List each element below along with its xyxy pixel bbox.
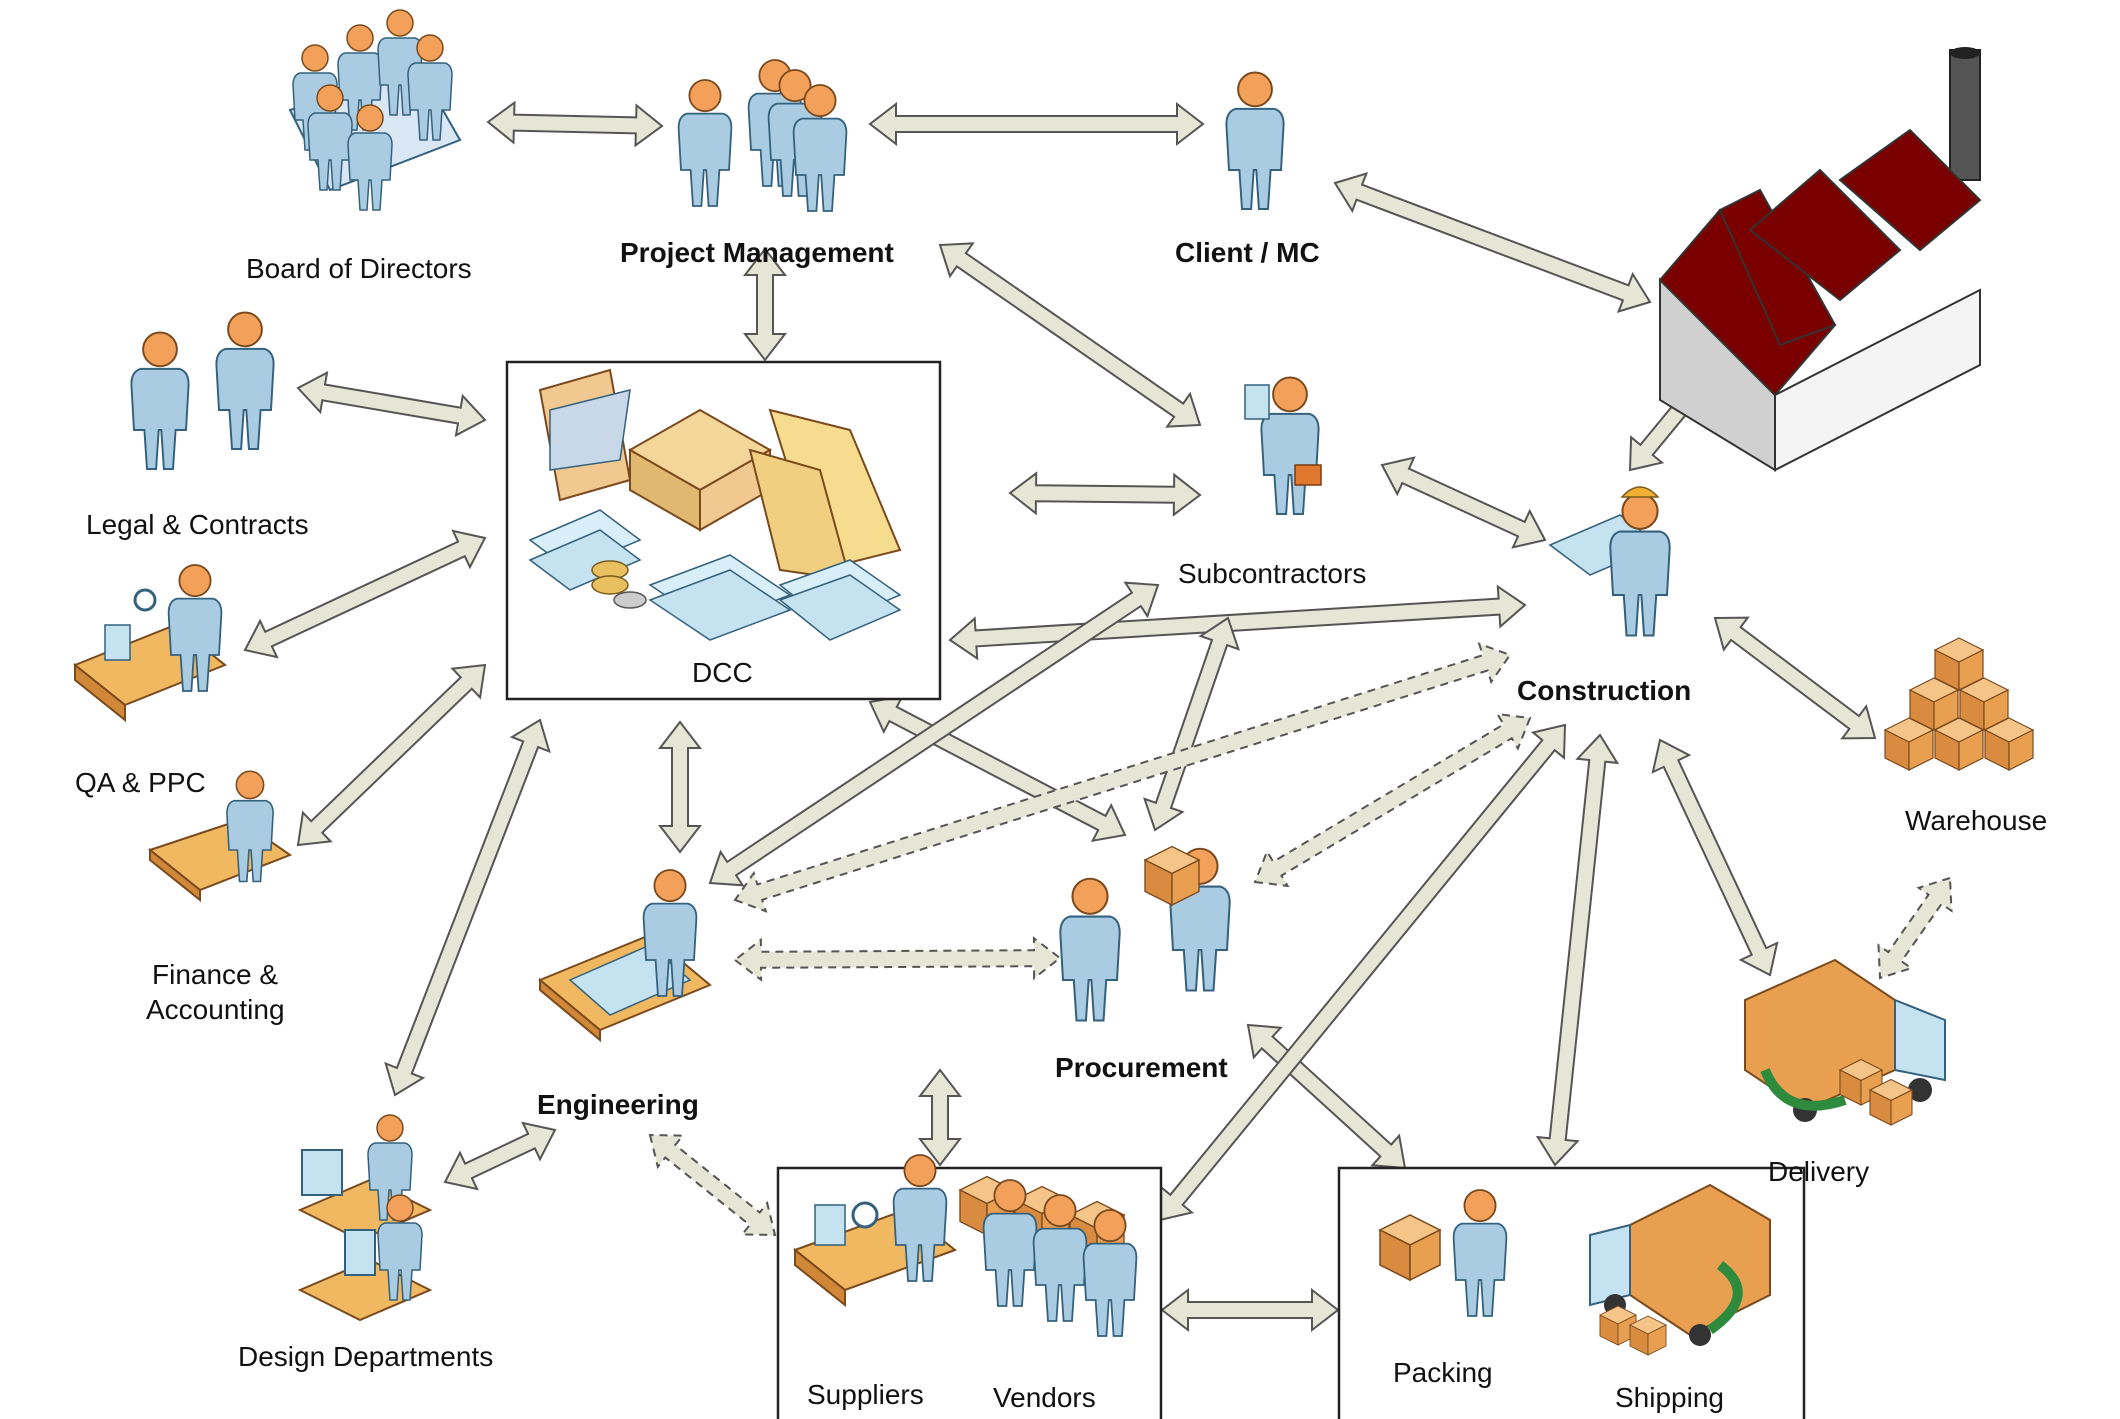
arrow-pm-subcontractors — [938, 242, 1202, 428]
label-qa-ppc: QA & PPC — [75, 767, 206, 798]
factory-icon — [1658, 47, 1982, 472]
label-design-departments: Design Departments — [238, 1341, 493, 1372]
arrow-dcc-engineering — [657, 720, 703, 854]
arrow-qa-dcc — [243, 529, 487, 659]
arrow-procurement-suppliers — [917, 1068, 963, 1167]
conveyor-machine-icon — [792, 1154, 958, 1308]
label-dcc: DCC — [692, 657, 753, 688]
arrow-design-engineering — [443, 1121, 557, 1191]
label-legal-contracts: Legal & Contracts — [86, 509, 309, 540]
computer-workstation-icon — [297, 1114, 433, 1322]
label-shipping: Shipping — [1615, 1382, 1724, 1413]
label-engineering: Engineering — [537, 1089, 699, 1120]
label-finance-line1: Finance & — [152, 959, 278, 990]
arrow-dcc-construction — [948, 584, 1527, 661]
clipboard-person-icon — [1244, 376, 1322, 515]
label-vendors: Vendors — [993, 1382, 1096, 1413]
arrow-pm-dcc — [742, 247, 788, 362]
delivery-truck-icon — [1744, 958, 1946, 1126]
arrow-subcontractors-construction — [1380, 456, 1547, 549]
client-person-icon — [1225, 71, 1285, 210]
arrow-construction-suppliers — [1158, 723, 1567, 1222]
procurement-handover-icon — [1059, 845, 1231, 1022]
arrow-legal-dcc — [296, 370, 487, 438]
arrow-client-factory — [1333, 171, 1652, 314]
arrow-construction-shipping — [1535, 733, 1620, 1167]
label-packing: Packing — [1393, 1357, 1493, 1388]
label-warehouse: Warehouse — [1905, 805, 2047, 836]
arrow-engineering-suppliers — [648, 1133, 777, 1237]
connector-arrows — [243, 100, 1953, 1333]
arrow-procurement-construction — [1253, 712, 1532, 888]
engineer-desk-icon — [538, 869, 712, 1043]
desk-worker-icon — [147, 770, 293, 903]
arrow-design-dcc — [384, 718, 551, 1097]
arrow-suppliers-packing — [1160, 1287, 1340, 1333]
meeting-table-icon — [288, 9, 462, 211]
arrow-board-pm — [486, 100, 664, 148]
label-delivery: Delivery — [1768, 1156, 1869, 1187]
inspection-conveyor-icon — [73, 564, 227, 723]
label-client-mc: Client / MC — [1175, 237, 1320, 268]
label-project-management: Project Management — [620, 237, 894, 268]
label-finance-line2: Accounting — [146, 994, 285, 1025]
label-suppliers: Suppliers — [807, 1379, 924, 1410]
arrow-warehouse-delivery — [1877, 876, 1953, 980]
label-construction: Construction — [1517, 675, 1691, 706]
arrow-subcontractors-procurement — [1143, 616, 1240, 832]
arrow-engineering-subcontractors — [708, 581, 1160, 887]
arrow-engineering-procurement — [733, 936, 1062, 982]
arrow-construction-delivery — [1651, 738, 1779, 977]
label-subcontractors: Subcontractors — [1178, 558, 1366, 589]
boxes-stack-icon — [1884, 637, 2034, 771]
arrow-construction-warehouse — [1713, 616, 1877, 740]
label-board-of-directors: Board of Directors — [246, 253, 472, 284]
handshake-icon — [130, 311, 275, 470]
arrow-engineering-construction — [733, 642, 1512, 913]
shipping-truck-icon — [1589, 1183, 1771, 1356]
arrow-pm-client — [868, 101, 1205, 147]
worker-hardhat-icon — [1548, 486, 1671, 637]
arrow-dcc-subcontractors — [1008, 471, 1202, 517]
folders-documents-icon — [528, 368, 902, 641]
label-procurement: Procurement — [1055, 1052, 1228, 1083]
arrow-finance-dcc — [296, 663, 487, 847]
people-group-icon — [677, 59, 848, 212]
